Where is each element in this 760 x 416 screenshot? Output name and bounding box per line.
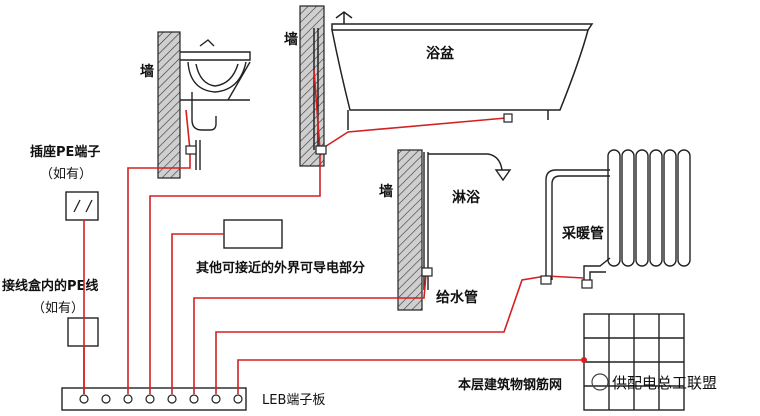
- watermark-text: 供配电总工联盟: [612, 374, 717, 392]
- other-parts-label: 其他可接近的外界可导电部分: [196, 260, 365, 276]
- wall-label-2: 墙: [284, 31, 298, 48]
- shower-label: 淋浴: [452, 189, 481, 206]
- wall-label-1: 墙: [140, 63, 154, 80]
- watermark-logo-icon: [591, 373, 609, 391]
- socket-pe-label: 插座PE端子: [30, 144, 100, 160]
- wall-left: [157, 31, 181, 179]
- bond-to-heating-pipe: [215, 275, 585, 394]
- radiator: [545, 149, 691, 284]
- bond-to-washbasin: [127, 109, 191, 394]
- junction-pe-sublabel: （如有）: [32, 300, 84, 316]
- rebar-mesh-label: 本层建筑物钢筋网: [458, 377, 562, 393]
- leb-board-label: LEB端子板: [262, 393, 325, 408]
- bathtub-label: 浴盆: [426, 45, 455, 62]
- wall-middle: [299, 5, 325, 167]
- bond-to-water-pipe: [193, 273, 427, 394]
- rebar-mesh: [583, 313, 685, 411]
- bond-to-bathtub: [149, 69, 507, 394]
- bond-to-other-parts: [171, 233, 224, 394]
- socket-symbol: [73, 199, 93, 213]
- socket-pe-sublabel: （如有）: [40, 166, 92, 182]
- bonding-clamps: [185, 113, 593, 289]
- socket-box: [65, 191, 99, 221]
- bathtub: [313, 11, 594, 150]
- watermark: 供配电总工联盟: [591, 373, 717, 392]
- junction-pe-label: 接线盒内的PE线: [2, 278, 98, 294]
- mesh-connection-point: [581, 357, 587, 363]
- leb-terminals: [79, 394, 243, 404]
- bond-to-rebar-mesh: [237, 359, 584, 394]
- washbasin: [180, 39, 251, 170]
- water-pipe-label: 给水管: [436, 289, 478, 306]
- bonding-conductors: [83, 69, 585, 394]
- junction-box: [67, 317, 99, 347]
- other-parts-box: [223, 219, 283, 249]
- heating-pipe-label: 采暖管: [561, 225, 604, 242]
- wall-label-3: 墙: [379, 183, 393, 200]
- wall-right: [397, 149, 423, 311]
- shower: [423, 152, 512, 290]
